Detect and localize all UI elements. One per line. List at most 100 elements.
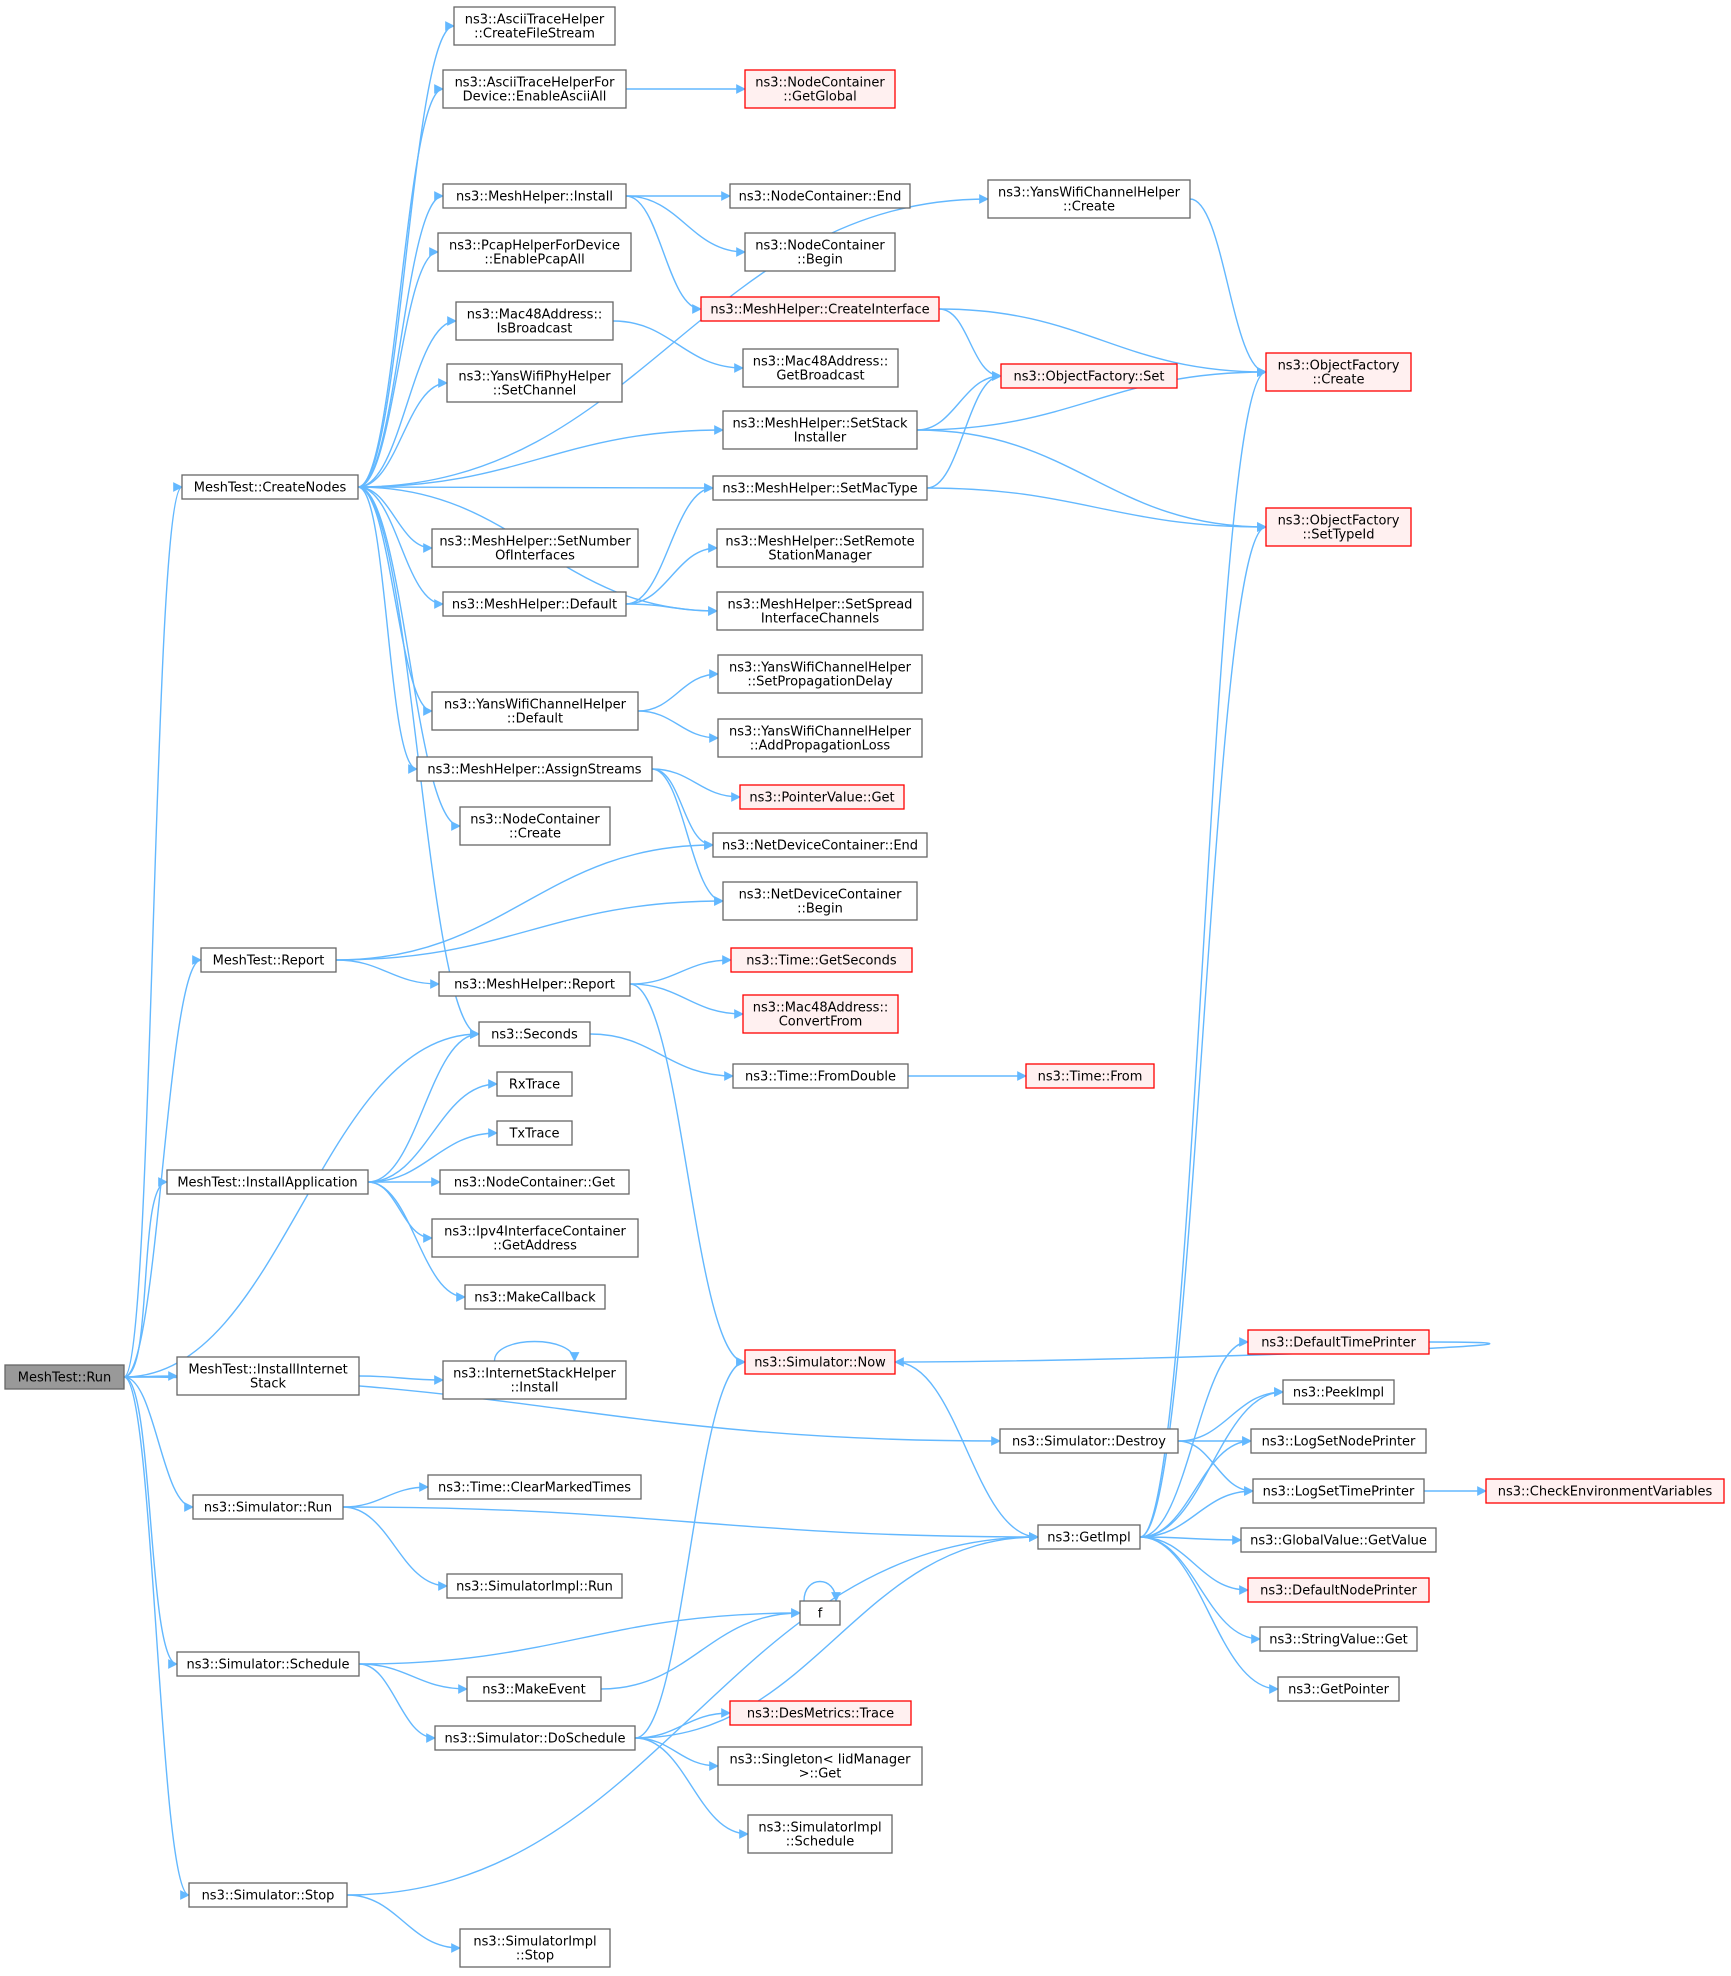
node-txTrace[interactable]: TxTrace — [496, 1120, 573, 1146]
node-getPointer[interactable]: ns3::GetPointer — [1277, 1676, 1400, 1702]
node-nodeContEnd[interactable]: ns3::NodeContainer::End — [729, 183, 911, 209]
node-pcapEnableAll[interactable]: ns3::PcapHelperForDevice::EnablePcapAll — [437, 232, 632, 272]
node-macGetBroadcast[interactable]: ns3::Mac48Address::GetBroadcast — [742, 348, 899, 388]
node-box — [455, 301, 614, 341]
node-stringValueGet[interactable]: ns3::StringValue::Get — [1259, 1626, 1418, 1652]
node-report[interactable]: MeshTest::Report — [200, 947, 337, 973]
node-objFactoryCreate[interactable]: ns3::ObjectFactory::Create — [1265, 352, 1412, 392]
node-objFactorySetTypeId[interactable]: ns3::ObjectFactory::SetTypeId — [1265, 507, 1412, 547]
node-box — [438, 971, 631, 997]
node-label: ns3::Time::ClearMarkedTimes — [438, 1481, 631, 1496]
node-netDevEnd[interactable]: ns3::NetDeviceContainer::End — [712, 832, 928, 858]
node-logSetNodePrinter[interactable]: ns3::LogSetNodePrinter — [1250, 1428, 1427, 1454]
node-box — [729, 1700, 912, 1726]
node-label: MeshTest::Report — [213, 954, 325, 969]
node-simStop[interactable]: ns3::Simulator::Stop — [188, 1882, 348, 1908]
node-peekImpl[interactable]: ns3::PeekImpl — [1282, 1379, 1395, 1405]
node-label: ns3::SimulatorImpl — [758, 1821, 881, 1836]
node-simRun[interactable]: ns3::Simulator::Run — [192, 1494, 344, 1520]
edge-yansChanCreate-to-objFactoryCreate — [1189, 198, 1267, 377]
node-meshDefault[interactable]: ns3::MeshHelper::Default — [442, 591, 627, 617]
node-checkEnvVars[interactable]: ns3::CheckEnvironmentVariables — [1485, 1478, 1725, 1504]
node-globalValueGet[interactable]: ns3::GlobalValue::GetValue — [1240, 1527, 1437, 1553]
node-box — [722, 881, 918, 921]
node-box — [478, 1021, 591, 1047]
node-getImpl[interactable]: ns3::GetImpl — [1037, 1524, 1141, 1550]
node-desMetricsTrace[interactable]: ns3::DesMetrics::Trace — [729, 1700, 912, 1726]
node-objFactorySet[interactable]: ns3::ObjectFactory::Set — [1000, 363, 1178, 389]
node-asciiCreateFile[interactable]: ns3::AsciiTraceHelper::CreateFileStream — [453, 6, 616, 46]
node-label: ns3::YansWifiChannelHelper — [729, 725, 912, 740]
node-installApp[interactable]: MeshTest::InstallApplication — [166, 1169, 369, 1195]
edge-simDestroy-to-logSetTimePrinter — [1177, 1440, 1254, 1496]
node-simDoSchedule[interactable]: ns3::Simulator::DoSchedule — [434, 1725, 636, 1751]
node-box — [442, 591, 627, 617]
node-simImplStop[interactable]: ns3::SimulatorImpl::Stop — [459, 1928, 611, 1968]
node-nodeContCreate[interactable]: ns3::NodeContainer::Create — [459, 806, 611, 846]
node-createNodes[interactable]: MeshTest::CreateNodes — [181, 474, 359, 500]
node-seconds[interactable]: ns3::Seconds — [478, 1021, 591, 1047]
node-meshSetMacType[interactable]: ns3::MeshHelper::SetMacType — [712, 475, 928, 501]
node-run[interactable]: MeshTest::Run — [4, 1364, 125, 1390]
node-box — [1037, 1524, 1141, 1550]
node-netDevBegin[interactable]: ns3::NetDeviceContainer::Begin — [722, 881, 918, 921]
node-simDestroy[interactable]: ns3::Simulator::Destroy — [999, 1428, 1179, 1454]
node-label: ::Stop — [516, 1949, 554, 1964]
node-logSetTimePrinter[interactable]: ns3::LogSetTimePrinter — [1252, 1478, 1425, 1504]
node-singletonGet[interactable]: ns3::Singleton< IidManager >::Get — [717, 1746, 923, 1786]
node-timeGetSeconds[interactable]: ns3::Time::GetSeconds — [730, 947, 913, 973]
node-defaultNodePrinter[interactable]: ns3::DefaultNodePrinter — [1247, 1577, 1430, 1603]
node-stackHelperInstall[interactable]: ns3::InternetStackHelper::Install — [442, 1360, 627, 1400]
node-defaultTimePrinter[interactable]: ns3::DefaultTimePrinter — [1247, 1329, 1430, 1355]
edge-installApp-to-txTrace — [367, 1128, 498, 1183]
node-nodeContBegin[interactable]: ns3::NodeContainer::Begin — [744, 232, 896, 272]
node-timeFromDouble[interactable]: ns3::Time::FromDouble — [732, 1063, 909, 1089]
node-timeClearMarked[interactable]: ns3::Time::ClearMarkedTimes — [427, 1474, 642, 1500]
node-label: ns3::DefaultTimePrinter — [1261, 1336, 1416, 1351]
node-rxTrace[interactable]: RxTrace — [496, 1071, 573, 1097]
node-simImplRun[interactable]: ns3::SimulatorImpl::Run — [446, 1573, 623, 1599]
node-yansChanDefault[interactable]: ns3::YansWifiChannelHelper::Default — [431, 691, 639, 731]
node-asciiEnableAll[interactable]: ns3::AsciiTraceHelperForDevice::EnableAs… — [442, 69, 627, 109]
node-label: MeshTest::InstallInternet — [188, 1363, 347, 1378]
node-simImplSchedule[interactable]: ns3::SimulatorImpl::Schedule — [747, 1814, 893, 1854]
node-macConvertFrom[interactable]: ns3::Mac48Address::ConvertFrom — [742, 994, 899, 1034]
edge-meshReport-to-macConvertFrom — [629, 983, 744, 1019]
edge-meshSetStack-to-objFactorySetTypeId — [916, 429, 1267, 532]
node-macIsBroadcast[interactable]: ns3::Mac48Address::IsBroadcast — [455, 301, 614, 341]
edge-run-to-simStop — [123, 1376, 190, 1900]
node-label: ns3::PcapHelperForDevice — [449, 239, 620, 254]
node-meshCreateIface[interactable]: ns3::MeshHelper::CreateInterface — [700, 296, 940, 322]
node-label: ns3::NodeContainer::Get — [454, 1176, 615, 1191]
node-simNow[interactable]: ns3::Simulator::Now — [744, 1349, 896, 1375]
node-pointerValueGet[interactable]: ns3::PointerValue::Get — [739, 784, 905, 810]
node-yansPhySetChannel[interactable]: ns3::YansWifiPhyHelper::SetChannel — [446, 363, 623, 403]
node-label: ::Schedule — [786, 1835, 855, 1850]
node-makeEvent[interactable]: ns3::MakeEvent — [466, 1676, 602, 1702]
node-timeFrom[interactable]: ns3::Time::From — [1025, 1063, 1155, 1089]
node-meshAssignStreams[interactable]: ns3::MeshHelper::AssignStreams — [416, 756, 653, 782]
node-makeCallback[interactable]: ns3::MakeCallback — [464, 1284, 606, 1310]
node-yansChanAddLoss[interactable]: ns3::YansWifiChannelHelper::AddPropagati… — [717, 718, 923, 758]
node-box — [442, 183, 627, 209]
node-label: ns3::Singleton< IidManager — [729, 1753, 911, 1768]
node-simSchedule[interactable]: ns3::Simulator::Schedule — [176, 1651, 360, 1677]
edge-createNodes-to-macIsBroadcast — [357, 316, 457, 488]
node-nodeContGetGlobal[interactable]: ns3::NodeContainer::GetGlobal — [744, 69, 896, 109]
node-label: ns3::AsciiTraceHelper — [465, 13, 605, 28]
node-yansChanCreate[interactable]: ns3::YansWifiChannelHelper::Create — [987, 179, 1191, 219]
edge-meshSetStack-to-objFactoryCreate — [916, 367, 1267, 431]
node-meshInstall[interactable]: ns3::MeshHelper::Install — [442, 183, 627, 209]
node-f[interactable]: f — [799, 1600, 841, 1626]
node-yansChanSetProp[interactable]: ns3::YansWifiChannelHelper::SetPropagati… — [717, 654, 923, 694]
node-ipv4GetAddress[interactable]: ns3::Ipv4InterfaceContainer::GetAddress — [431, 1218, 639, 1258]
node-label: ns3::MeshHelper::AssignStreams — [427, 763, 641, 778]
node-meshReport[interactable]: ns3::MeshHelper::Report — [438, 971, 631, 997]
edge-createNodes-to-yansPhySetChannel — [357, 378, 448, 488]
node-nodeContGet[interactable]: ns3::NodeContainer::Get — [439, 1169, 630, 1195]
node-meshSetSpread[interactable]: ns3::MeshHelper::SetSpreadInterfaceChann… — [716, 591, 924, 631]
